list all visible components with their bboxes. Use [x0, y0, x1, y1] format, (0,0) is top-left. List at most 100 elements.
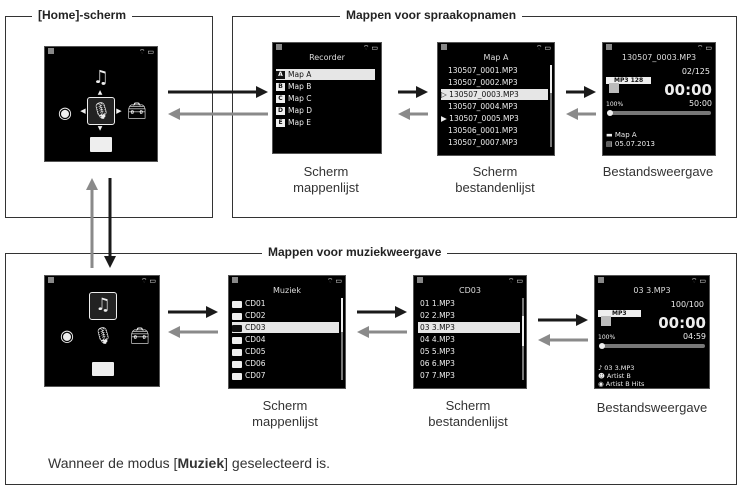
progress-knob[interactable]	[599, 343, 605, 349]
music-playback-screen[interactable]: ⌔ ▭ 03 3.MP3 MP3 100/100 00:00 100% 04:5…	[594, 275, 710, 389]
microphone-icon: 🎙︎	[90, 101, 112, 120]
file-item[interactable]: 06 6.MP3	[420, 359, 455, 368]
folder-item[interactable]: CD05	[232, 346, 339, 357]
volume-level: 100%	[606, 101, 624, 108]
volume-level: 100%	[598, 334, 616, 341]
arrow-to-voice-playback	[566, 86, 596, 98]
artist-icon: ☻	[598, 372, 605, 380]
folder-name: Map A	[614, 131, 637, 139]
toolbox-icon[interactable]: 🧰︎	[126, 101, 148, 120]
folder-item[interactable]: CD06	[232, 358, 339, 369]
selected-recorder-tile[interactable]: 🎙︎	[87, 97, 115, 125]
music-file-list-screen[interactable]: ⌔ ▭ CD03 01 1.MP3 02 2.MP3 03 3.MP3 04 4…	[413, 275, 527, 389]
track-name: 03 3.MP3	[604, 364, 635, 372]
voice-file-list-screen[interactable]: ⌔ ▭ Map A 130507_0001.MP3 130507_0002.MP…	[437, 42, 555, 156]
file-item[interactable]: 130506_0001.MP3	[448, 126, 518, 135]
file-item[interactable]: 01 1.MP3	[420, 299, 455, 308]
file-count: 02/125	[681, 67, 710, 76]
voice-playback-caption: Bestandsweergave	[602, 164, 714, 179]
file-list-title: CD03	[459, 286, 481, 295]
status-bar: ⌔ ▭	[45, 276, 159, 285]
progress-bar[interactable]	[607, 110, 711, 116]
file-list-title: Map A	[483, 53, 509, 62]
play-marker-icon: ▶	[441, 114, 447, 123]
stop-icon[interactable]	[601, 316, 611, 326]
folder-item[interactable]: CD02	[232, 310, 339, 321]
toolbox-icon[interactable]: 🧰︎	[129, 326, 151, 345]
voice-folder-caption: Scherm mappenlijst	[293, 164, 359, 195]
folder-item[interactable]: CD07	[232, 370, 339, 381]
elapsed-time: 00:00	[658, 314, 706, 332]
total-time: 50:00	[688, 99, 712, 108]
file-count: 100/100	[670, 300, 704, 309]
file-item[interactable]: 04 4.MP3	[420, 335, 455, 344]
status-bar: ⌔ ▭	[414, 276, 526, 285]
status-bar: ⌔ ▭	[603, 43, 715, 52]
music-playback-caption: Bestandsweergave	[596, 400, 708, 415]
progress-bar[interactable]	[599, 343, 705, 349]
arrow-from-voice-folders	[168, 108, 268, 120]
mode-note: Wanneer de modus [Muziek] geselecteerd i…	[48, 455, 330, 471]
status-bar: ⌔ ▭	[45, 47, 157, 56]
date-icon: ▤	[606, 140, 613, 148]
voice-playback-screen[interactable]: ⌔ ▭ 130507_0003.MP3 MP3 128 02/125 00:00…	[602, 42, 716, 156]
mode-name: Muziek	[177, 455, 225, 471]
total-time: 04:59	[682, 332, 706, 341]
music-file-caption: Scherm bestandenlijst	[428, 398, 508, 429]
file-item[interactable]: 05 5.MP3	[420, 347, 455, 356]
scrollbar[interactable]	[550, 65, 552, 147]
folder-item[interactable]: CD01	[232, 298, 339, 309]
calendar-icon[interactable]	[90, 137, 112, 152]
arrow-from-voice-playback	[566, 108, 596, 120]
file-item[interactable]: 130507_0002.MP3	[448, 78, 518, 87]
microphone-icon[interactable]: 🎙︎	[92, 326, 114, 345]
format-badge: MP3	[598, 310, 641, 317]
home-screen[interactable]: ⌔ ▭ ♫ ◉ ◀ 🎙︎ ▶ ▲ ▼ 🧰︎	[44, 46, 158, 162]
stop-icon[interactable]	[609, 83, 619, 93]
arrow-to-music-folders	[168, 306, 218, 318]
playback-title: 130507_0003.MP3	[621, 53, 697, 62]
format-badge: MP3 128	[606, 77, 652, 84]
folder-list-title: Muziek	[273, 286, 301, 295]
file-item-playing[interactable]: ▶ 130507_0005.MP3	[441, 114, 519, 123]
arrow-to-music-files	[357, 306, 407, 318]
scrollbar[interactable]	[522, 298, 524, 380]
folder-item[interactable]: CD04	[232, 334, 339, 345]
record-date: 05.07.2013	[614, 140, 655, 148]
folder-item-selected[interactable]: CD03	[232, 322, 339, 333]
arrow-to-voice-folders	[168, 86, 268, 98]
status-bar: ⌔ ▭	[595, 276, 709, 285]
arrow-to-voice-files	[398, 86, 428, 98]
arrow-down-to-music	[104, 178, 116, 268]
music-folder-list-screen[interactable]: ⌔ ▭ Muziek CD01 CD02 CD03 CD04 CD05 CD06…	[228, 275, 346, 389]
file-item-selected[interactable]: 03 3.MP3	[418, 322, 520, 333]
voice-file-caption: Scherm bestandenlijst	[455, 164, 535, 195]
podcast-icon[interactable]: ◉	[60, 326, 74, 345]
progress-knob[interactable]	[607, 110, 613, 116]
file-item[interactable]: 130507_0001.MP3	[448, 66, 518, 75]
folder-list-title: Recorder	[309, 53, 345, 62]
podcast-icon[interactable]: ◉	[58, 103, 72, 122]
file-item[interactable]: 130507_0007.MP3	[448, 138, 518, 147]
music-note-icon[interactable]: ♫	[92, 67, 110, 88]
status-bar: ⌔ ▭	[273, 43, 381, 52]
artist-name: Artist B	[606, 372, 631, 380]
selected-music-tile[interactable]: ♫	[89, 292, 117, 320]
arrow-from-music-playback	[538, 334, 588, 346]
arrow-left-icon: ◀	[80, 107, 86, 115]
file-item-selected[interactable]: ▷ 130507_0003.MP3	[441, 89, 548, 100]
playback-title: 03 3.MP3	[633, 286, 671, 295]
file-item[interactable]: 130507_0004.MP3	[448, 102, 518, 111]
home-screen-music[interactable]: ⌔ ▭ ♫ ◉ 🎙︎ 🧰︎	[44, 275, 160, 387]
music-note-icon: ♫	[95, 295, 111, 315]
calendar-icon[interactable]	[92, 362, 114, 376]
file-item[interactable]: 02 2.MP3	[420, 311, 455, 320]
file-item[interactable]: 07 7.MP3	[420, 371, 455, 380]
scrollbar[interactable]	[341, 298, 343, 380]
